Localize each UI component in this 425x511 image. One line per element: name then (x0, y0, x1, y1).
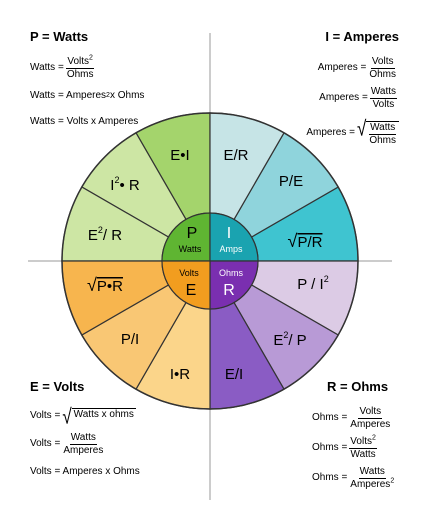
ohms-heading: R = Ohms (327, 379, 389, 394)
hub-i-letter: I (227, 225, 231, 242)
label-e-over-i: E/I (225, 366, 243, 383)
label-e-times-i: E•I (170, 147, 189, 164)
volts-formulas: E = Volts Volts = √Watts x ohms Volts = … (30, 380, 140, 485)
volts-heading: E = Volts (30, 379, 85, 394)
label-sqrt-p-times-r: √P•R (87, 275, 123, 295)
hub-p-letter: P (187, 225, 198, 242)
watts-formula-volts-times-amperes: Watts = Volts x Amperes (30, 116, 139, 127)
volts-formula-amperes-times-ohms: Volts = Amperes x Ohms (30, 466, 140, 477)
label-p-over-e: P/E (279, 173, 303, 190)
hub-ohms-word: Ohms (219, 268, 244, 278)
hub-volts-word: Volts (179, 268, 199, 278)
hub-amps (209, 212, 259, 262)
hub-watts (161, 212, 211, 262)
hub-watts-word: Watts (179, 244, 202, 254)
hub-amps-word: Amps (219, 244, 243, 254)
label-e-squared-over-p: E2/ P (273, 330, 306, 349)
watts-heading: P = Watts (30, 29, 89, 44)
hub-volts (161, 260, 211, 310)
amperes-heading: I = Amperes (325, 29, 399, 44)
hub-e-letter: E (186, 282, 197, 299)
label-e-squared-over-r: E2/ R (88, 225, 122, 244)
wheel-outline (61, 112, 359, 410)
label-p-over-i: P/I (121, 331, 139, 348)
volts-formula-sqrt-watts-times-ohms: Volts = √Watts x ohms (30, 404, 136, 428)
hub-r-letter: R (223, 282, 235, 299)
label-sqrt-p-over-r: √P/R (288, 231, 323, 251)
label-i-times-r: I•R (170, 366, 190, 383)
hub-ohms (209, 260, 259, 310)
label-p-over-i-squared: P / I2 (297, 274, 328, 293)
label-e-over-r: E/R (223, 147, 248, 164)
label-i-squared-r: I2• R (110, 175, 140, 194)
